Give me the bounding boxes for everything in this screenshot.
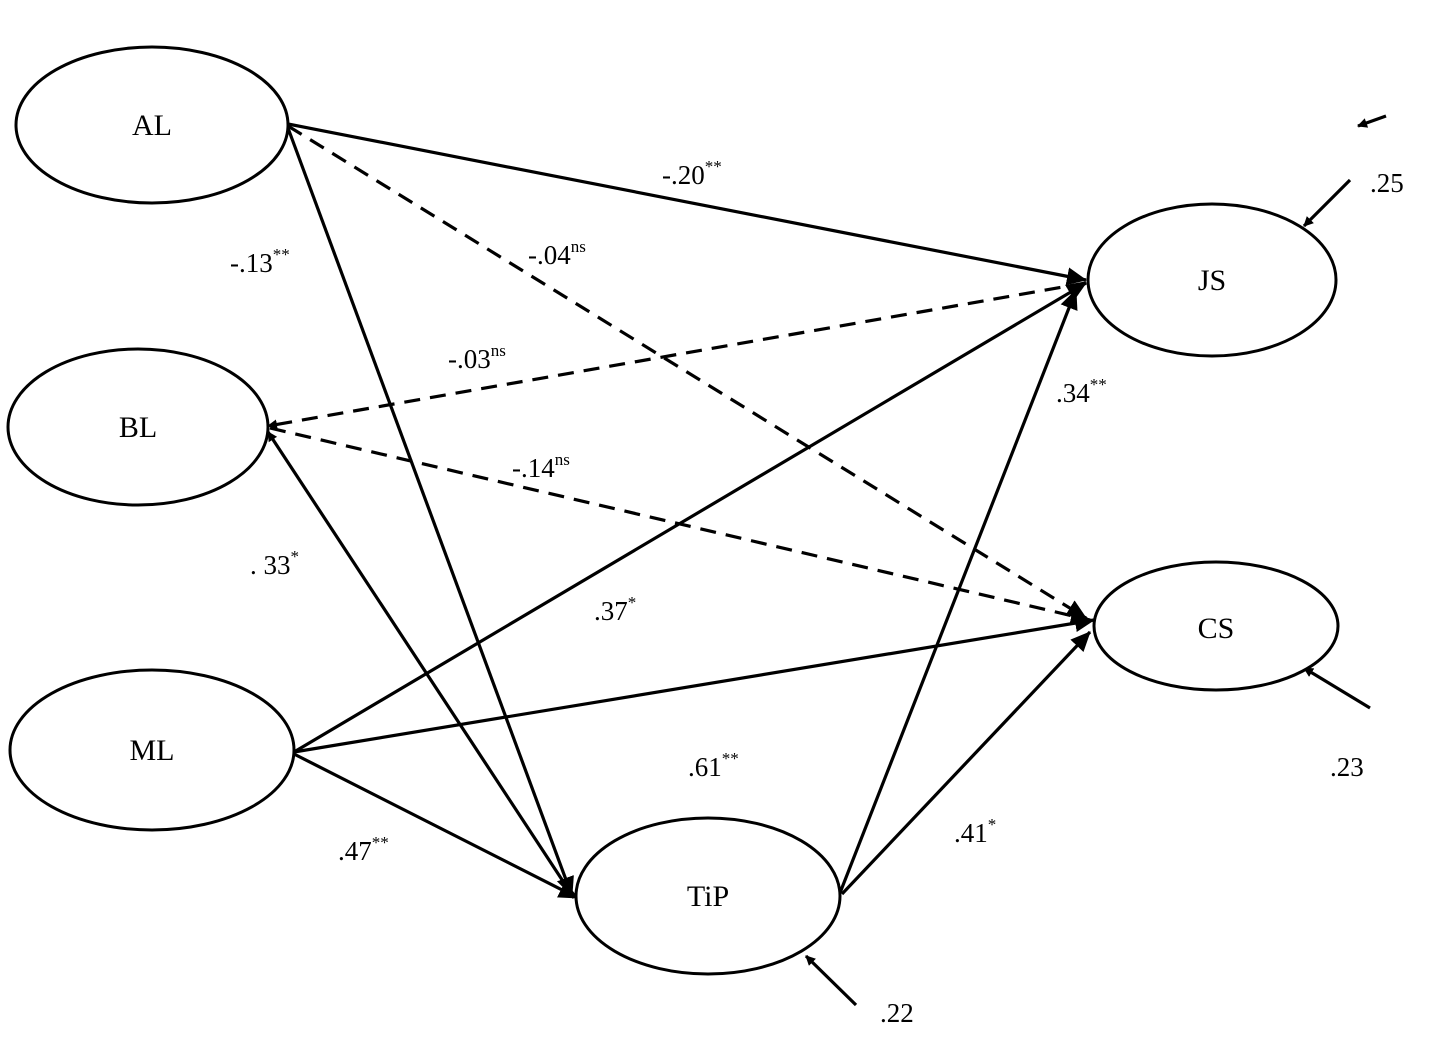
node-cs-label: CS (1198, 612, 1235, 645)
coef-tip-cs-value: .41 (954, 818, 988, 848)
coef-al-js-sig: ** (705, 157, 722, 176)
path-ml-cs (293, 614, 1095, 754)
coef-tip-cs: .41* (954, 815, 996, 848)
coef-al-tip-sig: ** (273, 245, 290, 264)
node-ml-label: ML (130, 734, 175, 767)
coef-al-cs-sig: ns (571, 237, 586, 256)
coef-tip-js-sig: ** (1090, 375, 1107, 394)
coef-bl-cs-sig: ns (555, 450, 570, 469)
coef-ml-tip-value: .47 (338, 836, 372, 866)
node-cs: CS (1092, 560, 1340, 692)
path-al-tip (286, 127, 574, 897)
coef-ml-js-sig: * (628, 593, 637, 612)
coef-al-tip-value: -.13 (230, 248, 273, 278)
path-bl-js (267, 281, 1087, 430)
coef-bl-cs-value: -.14 (512, 453, 555, 483)
node-bl-label: BL (119, 411, 157, 444)
residual-arrow-cs (1303, 666, 1371, 710)
coef-ml-tip: .47** (338, 833, 389, 866)
coef-ml-js: .37* (594, 593, 636, 626)
node-bl: BL (6, 347, 270, 507)
coef-bl-js: -.03ns (448, 341, 506, 374)
path-al-js (287, 122, 1087, 286)
residual-arrow-js (1302, 178, 1352, 228)
coef-bl-tip: . 33* (250, 547, 299, 580)
coef-al-cs-value: -.04 (528, 240, 571, 270)
node-js: JS (1086, 202, 1338, 358)
coef-bl-cs: -.14ns (512, 450, 570, 483)
node-al-label: AL (132, 109, 172, 142)
coef-tip-js: .34** (1056, 375, 1107, 408)
coef-al-tip: -.13** (230, 245, 290, 278)
residual-arrow-tip (804, 954, 858, 1007)
node-tip: TiP (574, 816, 842, 976)
stray-arrow (1357, 114, 1387, 128)
coef-al-js-value: -.20 (662, 160, 705, 190)
coef-tip-cs-sig: * (988, 815, 997, 834)
node-al: AL (14, 45, 290, 205)
coef-ml-tip-sig: ** (372, 833, 389, 852)
node-js-label: JS (1198, 264, 1226, 297)
coef-bl-tip-value: . 33 (250, 550, 291, 580)
coef-al-js: -.20** (662, 157, 722, 190)
coef-ml-js-value: .37 (594, 596, 628, 626)
path-tip-js (836, 289, 1078, 899)
residual-js: .25 (1370, 168, 1404, 198)
coef-ml-cs-value: .61 (688, 752, 722, 782)
path-al-cs (287, 124, 1087, 620)
path-tip-cs (840, 630, 1092, 896)
coef-ml-cs-sig: ** (722, 749, 739, 768)
path-bl-tip (266, 431, 576, 899)
path-ml-js (293, 281, 1087, 754)
coef-ml-cs: .61** (688, 749, 739, 782)
path-ml-tip (293, 752, 579, 900)
node-tip-label: TiP (687, 880, 729, 913)
coef-bl-tip-sig: * (291, 547, 300, 566)
coef-bl-js-sig: ns (491, 341, 506, 360)
residual-tip: .22 (880, 998, 914, 1028)
node-ml: ML (8, 668, 296, 832)
coef-bl-js-value: -.03 (448, 344, 491, 374)
coef-al-cs: -.04ns (528, 237, 586, 270)
coef-tip-js-value: .34 (1056, 378, 1090, 408)
residual-cs: .23 (1330, 752, 1364, 782)
